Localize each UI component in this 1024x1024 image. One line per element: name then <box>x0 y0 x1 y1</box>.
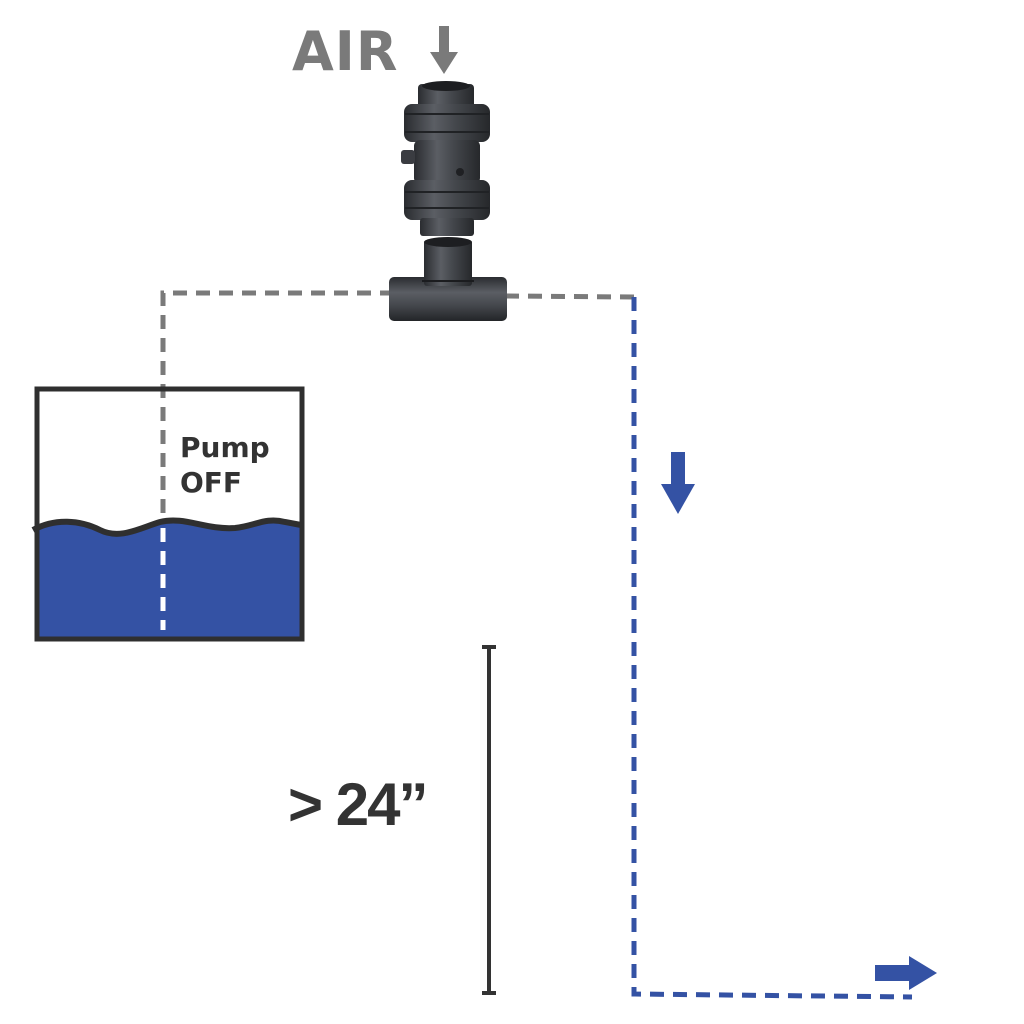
air-line-right-dashed <box>504 293 635 300</box>
height-label: > 24” <box>288 771 428 838</box>
height-measure-bar <box>482 645 496 995</box>
pipe-tee-icon <box>389 237 507 321</box>
check-valve-icon <box>401 81 490 236</box>
water-flow-line-dashed <box>631 297 913 1000</box>
air-label: AIR <box>292 20 399 83</box>
pump-label-line1: Pump <box>180 431 270 464</box>
water-surface-line <box>31 517 302 537</box>
air-arrow-icon <box>430 26 458 74</box>
pump-status-label: Pump OFF <box>180 430 300 500</box>
flow-down-arrow-icon <box>661 452 695 514</box>
pump-label-line2: OFF <box>180 466 243 499</box>
tank <box>31 386 305 642</box>
water <box>37 520 301 638</box>
tank-outline <box>34 386 305 642</box>
flow-right-arrow-icon <box>875 956 937 990</box>
air-line-dashed <box>160 290 392 628</box>
